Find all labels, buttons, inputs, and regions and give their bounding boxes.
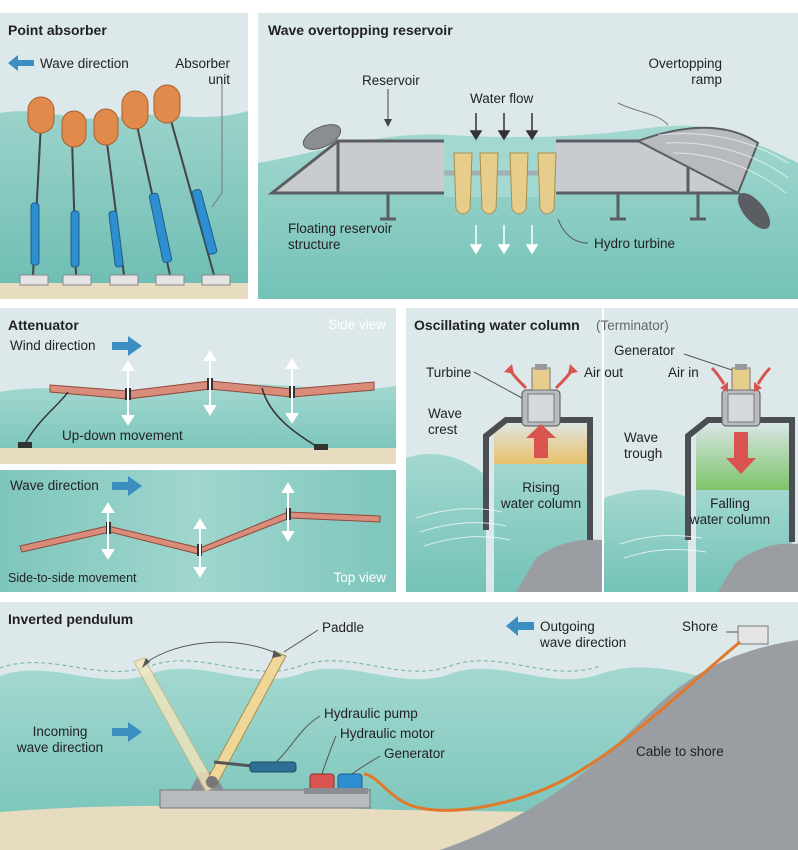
attenuator-top-illustration bbox=[0, 470, 396, 592]
owc-subtitle: (Terminator) bbox=[596, 318, 669, 333]
side-to-side-arrows bbox=[101, 482, 295, 578]
floating-structure-label: Floating reservoir structure bbox=[288, 221, 393, 252]
panel-attenuator-top: Wave direction Side-to-side movement Top… bbox=[0, 470, 396, 592]
hydro-turbines bbox=[453, 152, 557, 215]
outgoing-wave-label: Outgoing wave direction bbox=[540, 619, 627, 650]
right-turbine-generator bbox=[721, 364, 761, 427]
attenuator-side-illustration bbox=[0, 336, 396, 464]
top-wave-direction-label: Wave direction bbox=[10, 478, 99, 493]
water-body bbox=[0, 111, 248, 299]
owc-illustration bbox=[406, 308, 798, 592]
rising-arrow bbox=[526, 424, 556, 458]
wave-crest-label: Wave crest bbox=[428, 406, 463, 437]
hydraulic-pump bbox=[249, 761, 297, 773]
overtopping-title: Wave overtopping reservoir bbox=[268, 22, 453, 38]
right-chamber-wall bbox=[685, 417, 795, 542]
wind-direction-arrow bbox=[112, 336, 142, 356]
outflow-arrows bbox=[469, 225, 539, 255]
absorber-unit-3 bbox=[93, 108, 139, 286]
left-turbine-generator bbox=[521, 364, 561, 427]
side-view-label: Side view bbox=[328, 317, 386, 332]
up-down-arrows bbox=[121, 350, 299, 426]
panel-oscillating-water-column: Oscillating water column (Terminator) Tu… bbox=[406, 308, 798, 592]
generator-label: Generator bbox=[614, 343, 675, 358]
point-absorber-title: Point absorber bbox=[8, 22, 107, 38]
absorber-unit-5 bbox=[153, 84, 231, 286]
absorber-units bbox=[19, 84, 231, 286]
wave-direction-arrow bbox=[8, 55, 34, 71]
overtopping-illustration bbox=[258, 89, 798, 299]
hydro-turbine-label: Hydro turbine bbox=[594, 236, 676, 251]
attenuator-segments bbox=[49, 380, 375, 400]
water-flow-arrows bbox=[469, 113, 539, 141]
shore-label: Shore bbox=[682, 619, 719, 634]
paddle-label: Paddle bbox=[322, 620, 365, 635]
panel-inverted-pendulum: Inverted pendulum Paddle Outgoing wave d… bbox=[0, 602, 798, 850]
panel-attenuator-side: Attenuator Side view Wind direction Up-d… bbox=[0, 308, 396, 464]
left-chamber-wall bbox=[483, 417, 593, 540]
seabed bbox=[0, 283, 248, 299]
top-wave-direction-arrow bbox=[112, 476, 142, 496]
incoming-arrow bbox=[112, 722, 142, 742]
generator bbox=[337, 773, 363, 791]
side-to-side-label: Side-to-side movement bbox=[8, 571, 137, 585]
owc-title: Oscillating water column bbox=[414, 317, 580, 333]
falling-arrow bbox=[726, 432, 756, 474]
hydraulic-motor-label: Hydraulic motor bbox=[340, 726, 435, 741]
overtopping-ramp-label: Overtopping ramp bbox=[648, 56, 722, 87]
inverted-pendulum-illustration bbox=[0, 616, 798, 850]
generator-label: Generator bbox=[384, 746, 445, 761]
reservoir-label: Reservoir bbox=[362, 73, 420, 88]
top-view-label: Top view bbox=[333, 570, 386, 585]
falling-column-label: Falling water column bbox=[689, 496, 771, 527]
air-in-label: Air in bbox=[668, 365, 699, 380]
wave-trough-label: Wave trough bbox=[624, 430, 663, 461]
air-out-label: Air out bbox=[584, 365, 624, 380]
panel-point-absorber: Point absorber Wave direction Absorber u… bbox=[0, 13, 248, 299]
water-flow-label: Water flow bbox=[470, 91, 534, 106]
turbine-label: Turbine bbox=[426, 365, 472, 380]
pendulum-title: Inverted pendulum bbox=[8, 611, 134, 627]
wind-direction-label: Wind direction bbox=[10, 338, 96, 353]
incoming-wave-label: Incoming wave direction bbox=[16, 724, 104, 755]
absorber-unit-4 bbox=[121, 90, 185, 286]
absorber-unit-label: Absorber unit bbox=[175, 56, 230, 87]
point-absorber-wave-direction-label: Wave direction bbox=[40, 56, 129, 71]
rising-column-label: Rising water column bbox=[500, 480, 582, 511]
absorber-unit-2 bbox=[61, 110, 92, 286]
absorber-unit-1 bbox=[19, 96, 55, 286]
hydraulic-motor bbox=[309, 773, 335, 791]
hydraulic-pump-label: Hydraulic pump bbox=[324, 706, 418, 721]
point-absorber-illustration bbox=[0, 55, 248, 299]
cable-to-shore bbox=[363, 640, 741, 812]
up-down-movement-label: Up-down movement bbox=[62, 428, 183, 443]
outgoing-arrow bbox=[506, 616, 534, 636]
attenuator-title: Attenuator bbox=[8, 317, 79, 333]
cable-label: Cable to shore bbox=[636, 744, 724, 759]
panel-wave-overtopping: Wave overtopping reservoir Reservoir Wat… bbox=[258, 13, 798, 299]
